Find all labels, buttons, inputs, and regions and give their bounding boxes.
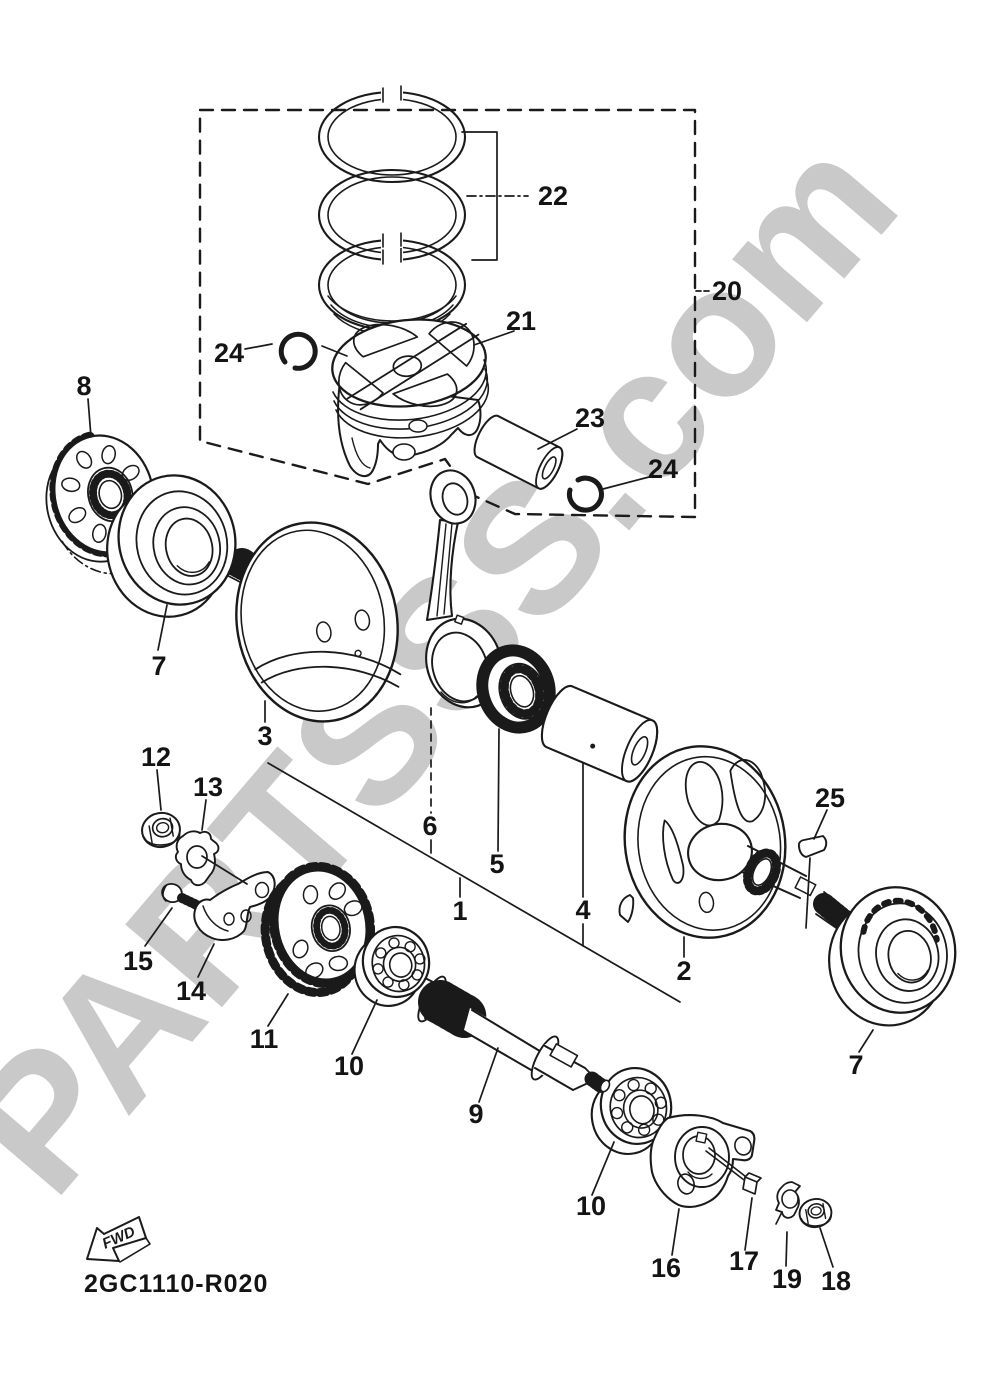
callout-label-10: 10 xyxy=(334,1051,364,1081)
callout-label-25: 25 xyxy=(815,783,845,813)
callout-label-24: 24 xyxy=(214,338,244,368)
callout-label-7: 7 xyxy=(151,651,166,681)
crank-web-right-tab xyxy=(618,894,635,923)
callout-label-1: 1 xyxy=(452,896,467,926)
woodruff-key xyxy=(797,835,828,858)
callout-label-2: 2 xyxy=(676,956,691,986)
balancer-lock-washer-front xyxy=(174,830,220,887)
callout-label-19: 19 xyxy=(772,1264,802,1294)
callout-label-5: 5 xyxy=(489,849,504,879)
callout-label-6: 6 xyxy=(422,811,437,841)
bracket-bolt xyxy=(705,1147,762,1195)
piston-pin xyxy=(473,414,564,490)
crankshaft-keyway xyxy=(794,876,817,897)
leader-lines xyxy=(87,195,874,1268)
balancer-shaft-keyway xyxy=(549,1043,579,1068)
balancer-bearing-left xyxy=(353,925,431,1007)
fwd-arrow: FWD xyxy=(86,1216,151,1263)
balancer-weight xyxy=(193,871,276,941)
callout-label-20: 20 xyxy=(712,276,742,306)
balancer-gear xyxy=(260,861,376,997)
callout-label-7: 7 xyxy=(848,1050,863,1080)
rings-bracket xyxy=(461,131,498,261)
diagram-part-code: 2GC1110-R020 xyxy=(84,1270,268,1298)
callout-label-13: 13 xyxy=(193,772,223,802)
circlip-left xyxy=(278,331,318,371)
big-end-needle-bearing xyxy=(476,644,556,734)
callout-label-4: 4 xyxy=(575,895,590,925)
callout-label-17: 17 xyxy=(729,1246,759,1276)
crank-pin xyxy=(540,684,659,783)
callout-label-8: 8 xyxy=(76,371,91,401)
callout-label-9: 9 xyxy=(468,1099,483,1129)
callout-label-12: 12 xyxy=(141,742,171,772)
bracket-nut xyxy=(798,1198,833,1229)
callout-label-16: 16 xyxy=(651,1253,681,1283)
balancer-weight-bracket xyxy=(649,1114,756,1208)
circlip-right xyxy=(566,475,604,513)
main-bearing-right xyxy=(828,886,957,1027)
callout-label-11: 11 xyxy=(250,1024,279,1054)
balancer-gear-holes xyxy=(292,882,363,979)
crank-web-left xyxy=(235,521,402,723)
callout-label-21: 21 xyxy=(506,306,536,336)
callout-label-18: 18 xyxy=(821,1266,851,1296)
callout-label-14: 14 xyxy=(176,976,206,1006)
balancer-shaft xyxy=(417,975,611,1095)
assembly-bracket-line xyxy=(267,762,681,1003)
callout-label-24: 24 xyxy=(648,454,678,484)
piston-group xyxy=(331,318,490,478)
callout-label-10: 10 xyxy=(576,1191,606,1221)
bracket-lock-washer xyxy=(775,1181,801,1225)
piston-rings-group xyxy=(317,84,498,336)
fwd-arrow-label: FWD xyxy=(100,1223,138,1252)
balancer-nut-front xyxy=(141,811,181,849)
balancer-bearing-right xyxy=(590,1067,673,1156)
callout-label-23: 23 xyxy=(575,403,605,433)
callout-label-22: 22 xyxy=(538,181,568,211)
callout-label-15: 15 xyxy=(123,946,153,976)
callout-label-3: 3 xyxy=(257,721,272,751)
main-bearing-left xyxy=(106,474,237,618)
